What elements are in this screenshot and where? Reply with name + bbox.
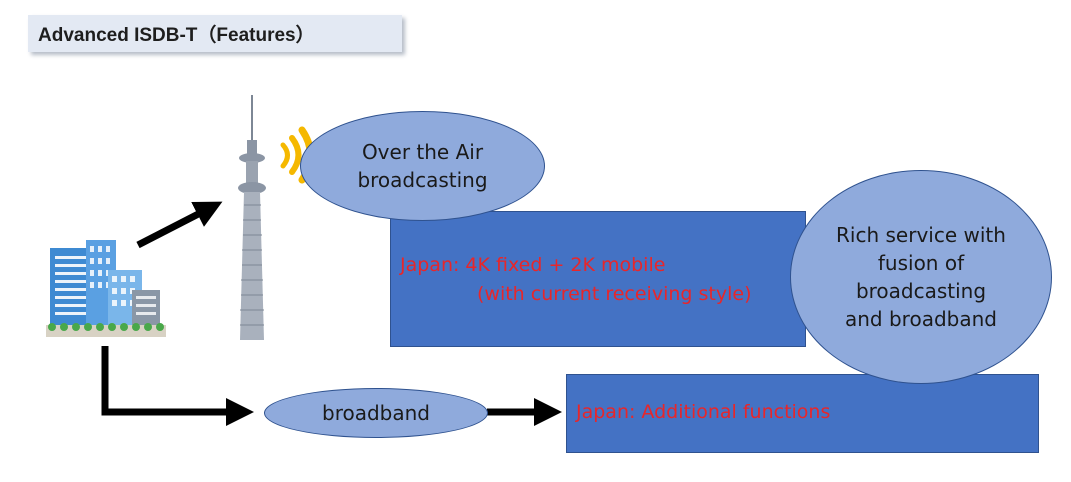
page-title: Advanced ISDB-T（Features） <box>38 25 315 46</box>
japan-additional-text: Japan: Additional functions <box>576 401 831 423</box>
rich-service-label: Rich service with fusion of broadcasting… <box>836 223 1006 331</box>
arrow-to-tower <box>136 201 223 249</box>
arrow-to-broadband <box>101 346 254 426</box>
japan-additional-box <box>566 374 1039 453</box>
broadcast-tower-icon <box>238 95 266 340</box>
broadband-ellipse: broadband <box>264 388 488 438</box>
japan-4k-box <box>390 211 806 347</box>
ota-broadcasting-ellipse: Over the Air broadcasting <box>300 111 545 221</box>
ota-broadcasting-label: Over the Air broadcasting <box>357 140 488 192</box>
broadband-label: broadband <box>322 401 430 425</box>
japan-4k-line1: Japan: 4K fixed + 2K mobile <box>400 254 666 276</box>
rich-service-ellipse: Rich service with fusion of broadcasting… <box>790 170 1052 384</box>
title-box: Advanced ISDB-T（Features） <box>28 15 402 52</box>
buildings-icon <box>46 240 166 337</box>
japan-4k-line2: (with current receiving style) <box>477 283 752 305</box>
